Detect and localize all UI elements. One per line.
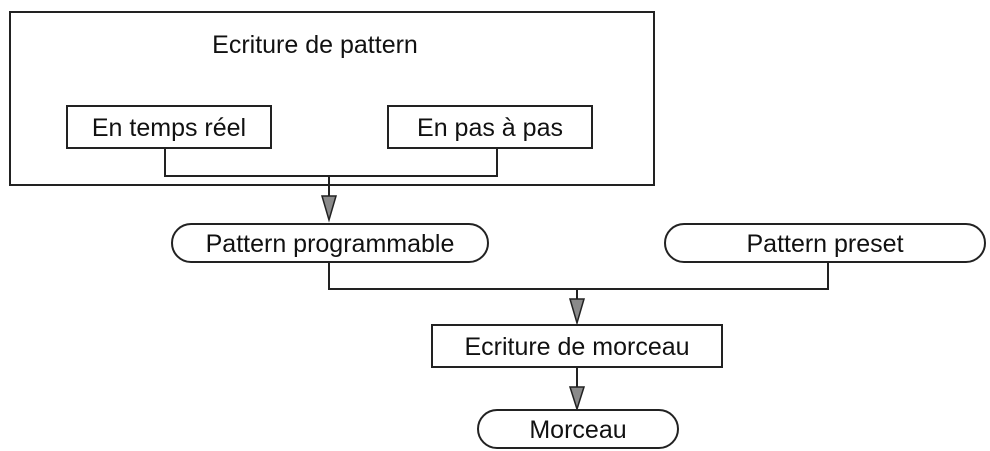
arrow-to-song <box>568 386 586 412</box>
realtime-box <box>66 105 272 149</box>
song-writing-label: Ecriture de morceau <box>464 333 689 361</box>
pattern-writing-group <box>9 11 655 186</box>
group-title: Ecriture de pattern <box>212 31 418 59</box>
song-node <box>477 409 679 449</box>
realtime-label: En temps réel <box>92 114 246 142</box>
preset-label: Pattern preset <box>746 230 903 258</box>
song-label: Morceau <box>529 416 626 444</box>
preset-pattern-node <box>664 223 986 263</box>
step-box <box>387 105 593 149</box>
arrow-to-programmable <box>321 195 337 223</box>
arrow-to-song-writing <box>569 298 585 326</box>
step-label: En pas à pas <box>417 114 563 142</box>
programmable-label: Pattern programmable <box>206 230 455 258</box>
